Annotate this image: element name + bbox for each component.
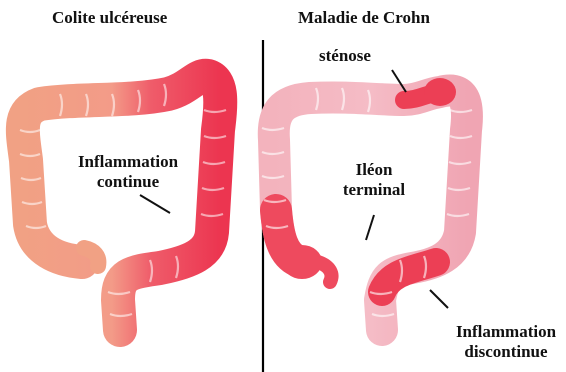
label-inflammation-discontinue-line1: Inflammation [446, 322, 566, 342]
title-maladie-de-crohn: Maladie de Crohn [298, 8, 430, 28]
label-stenose: sténose [300, 46, 390, 66]
label-inflammation-continue-line1: Inflammation [58, 152, 198, 172]
label-inflammation-discontinue-line2: discontinue [446, 342, 566, 362]
label-inflammation-discontinue: Inflammation discontinue [446, 322, 566, 362]
colon-left [20, 76, 226, 330]
pointer-inflammation-continue [140, 195, 170, 213]
label-ileon-terminal: Iléon terminal [334, 160, 414, 200]
pointer-inflammation-discontinue [430, 290, 448, 308]
label-inflammation-continue: Inflammation continue [58, 152, 198, 192]
label-ileon-terminal-line1: Iléon [334, 160, 414, 180]
haustra-right [262, 88, 472, 316]
pointer-ileon-terminal [366, 215, 374, 240]
colon-right [262, 78, 472, 330]
title-colite-ulcereuse: Colite ulcéreuse [52, 8, 167, 28]
label-ileon-terminal-line2: terminal [334, 180, 414, 200]
label-inflammation-continue-line2: continue [58, 172, 198, 192]
